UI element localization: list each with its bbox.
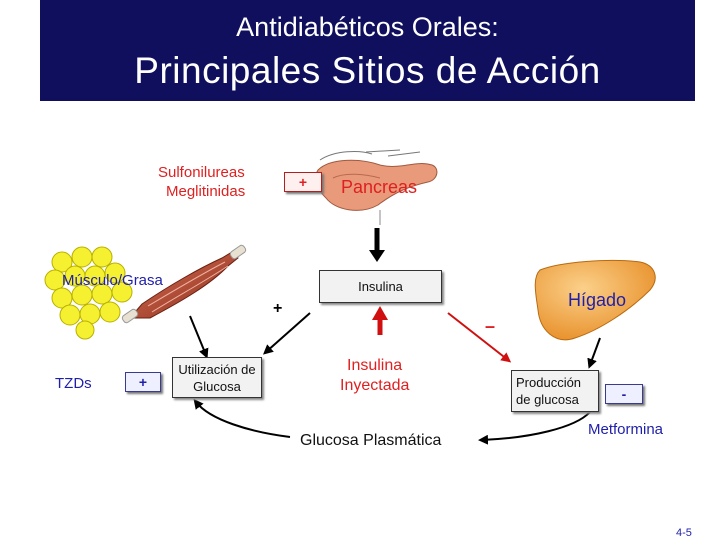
muscle-to-utilization-arrow bbox=[189, 315, 209, 359]
sulfonilureas-label: Sulfonilureas bbox=[158, 164, 245, 181]
meglitinidas-label: Meglitinidas bbox=[166, 183, 246, 200]
injected-insulin-label-2: Inyectada bbox=[340, 377, 410, 394]
insulin-to-production-arrow bbox=[447, 312, 512, 363]
glucose-production-box: Producción de glucosa bbox=[511, 370, 599, 412]
tzds-plus-badge: + bbox=[125, 372, 161, 392]
tzds-label: TZDs bbox=[55, 375, 92, 392]
insulin-box: Insulina bbox=[319, 270, 442, 303]
liver-illustration bbox=[534, 259, 656, 341]
insulin-inhibits-sign: – bbox=[485, 316, 496, 336]
metformina-minus-badge: - bbox=[605, 384, 643, 404]
pancreas-label: Pancreas bbox=[341, 177, 418, 197]
glucose-utilization-box: Utilización de Glucosa bbox=[172, 357, 262, 398]
title-banner: Antidiabéticos Orales: Principales Sitio… bbox=[40, 0, 695, 101]
plasma-to-utilization-arrow bbox=[193, 398, 291, 438]
injected-insulin-label-1: Insulina bbox=[347, 357, 403, 374]
metformina-label: Metformina bbox=[588, 421, 664, 438]
liver-to-production-arrow bbox=[587, 337, 601, 369]
glucose-utilization-line-2: Glucosa bbox=[193, 379, 241, 394]
page-number: 4-5 bbox=[676, 527, 692, 539]
production-to-plasma-arrow bbox=[478, 411, 591, 445]
pancreas-illustration bbox=[315, 149, 438, 225]
fat-cells-illustration bbox=[44, 246, 133, 340]
liver-label: Hígado bbox=[568, 290, 627, 310]
title-line-1: Antidiabéticos Orales: bbox=[236, 12, 499, 42]
muscle-illustration bbox=[121, 244, 247, 324]
glucose-utilization-line-1: Utilización de bbox=[178, 362, 256, 377]
insulin-stimulates-sign: + bbox=[273, 300, 283, 317]
plasma-glucose-label: Glucosa Plasmática bbox=[300, 432, 442, 449]
glucose-production-line-1: Producción bbox=[516, 375, 582, 390]
glucose-production-line-2: de glucosa bbox=[516, 392, 579, 407]
muscle-fat-label: Músculo/Grasa bbox=[62, 272, 163, 289]
title-line-2: Principales Sitios de Acción bbox=[134, 50, 601, 91]
sulfonilureas-plus-badge: + bbox=[284, 172, 322, 192]
insulin-to-utilization-arrow bbox=[263, 312, 311, 355]
